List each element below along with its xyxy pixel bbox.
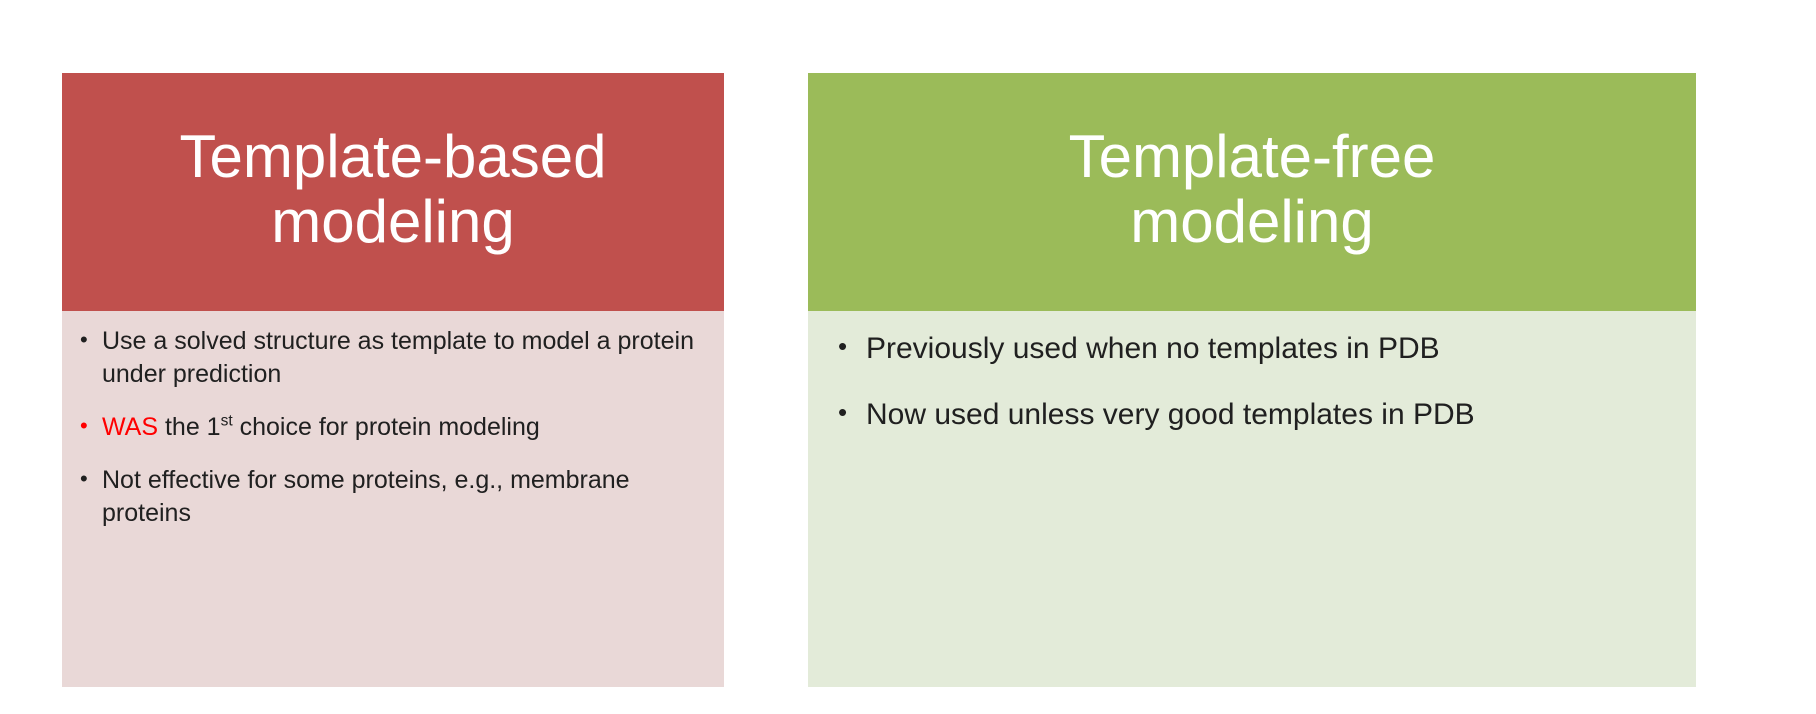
panel-template-based: Template-based modeling Use a solved str… [62,73,724,687]
list-item: Not effective for some proteins, e.g., m… [72,464,708,530]
bullet-text: Previously used when no templates in PDB [866,332,1440,365]
list-item: Previously used when no templates in PDB [830,329,1672,369]
panel-title-line-2: modeling [271,188,515,255]
bullet-text: the 1 [158,413,221,441]
list-item: WAS the 1st choice for protein modeling [72,411,708,444]
bullet-list-template-free: Previously used when no templates in PDB… [830,329,1672,434]
panel-title-line-1: Template-free [1068,123,1436,191]
bullet-list-template-based: Use a solved structure as template to mo… [72,325,708,530]
ordinal-suffix: st [220,412,233,430]
panel-title-template-based: Template-based modeling [179,123,607,255]
panel-template-free: Template-free modeling Previously used w… [808,73,1696,687]
panel-title-template-free: Template-free modeling [1068,123,1436,255]
bullet-text-highlight: WAS [102,413,159,441]
panel-title-line-1: Template-based [179,123,607,191]
panel-header-template-based: Template-based modeling [62,73,724,311]
bullet-text: choice for protein modeling [232,413,540,441]
panel-header-template-free: Template-free modeling [808,73,1696,311]
list-item: Use a solved structure as template to mo… [72,325,708,391]
bullet-text: Not effective for some proteins, e.g., m… [102,466,637,527]
panel-title-line-2: modeling [1130,188,1374,255]
panel-body-template-based: Use a solved structure as template to mo… [62,311,724,687]
bullet-text: Now used unless very good templates in P… [866,397,1475,431]
panel-body-template-free: Previously used when no templates in PDB… [808,311,1696,687]
bullet-text: Use a solved structure as template to mo… [102,327,701,388]
list-item: Now used unless very good templates in P… [830,395,1672,435]
